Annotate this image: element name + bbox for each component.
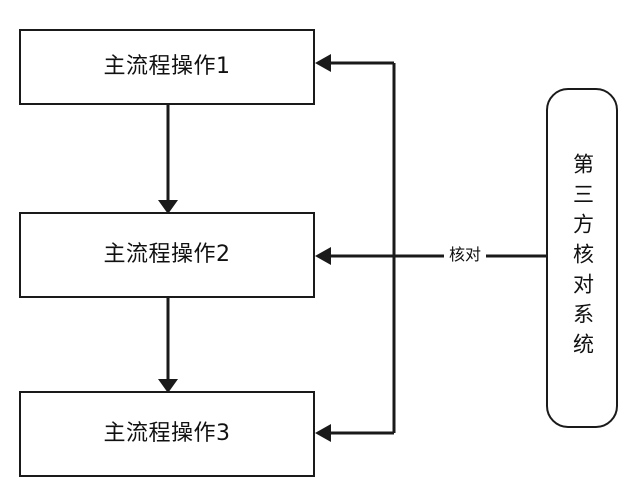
process-box-step3[interactable]: 主流程操作3 xyxy=(19,391,315,477)
connector-step2-to-step3 xyxy=(158,298,178,393)
process-box-step2-label: 主流程操作2 xyxy=(103,242,231,267)
connector-system-to-step3 xyxy=(315,424,394,442)
process-box-step1[interactable]: 主流程操作1 xyxy=(19,29,315,105)
connector-system-to-step2 xyxy=(315,247,546,265)
connector-step1-to-step2 xyxy=(158,105,178,214)
side-box-third-party-system-label: 第三方核对系统 xyxy=(570,153,595,363)
side-box-third-party-system[interactable]: 第三方核对系统 xyxy=(546,88,618,428)
process-box-step3-label: 主流程操作3 xyxy=(103,421,231,446)
process-box-step1-label: 主流程操作1 xyxy=(103,54,231,79)
connector-system-to-step1 xyxy=(315,54,394,72)
edge-label-verify: 核对 xyxy=(444,247,487,263)
process-box-step2[interactable]: 主流程操作2 xyxy=(19,212,315,298)
